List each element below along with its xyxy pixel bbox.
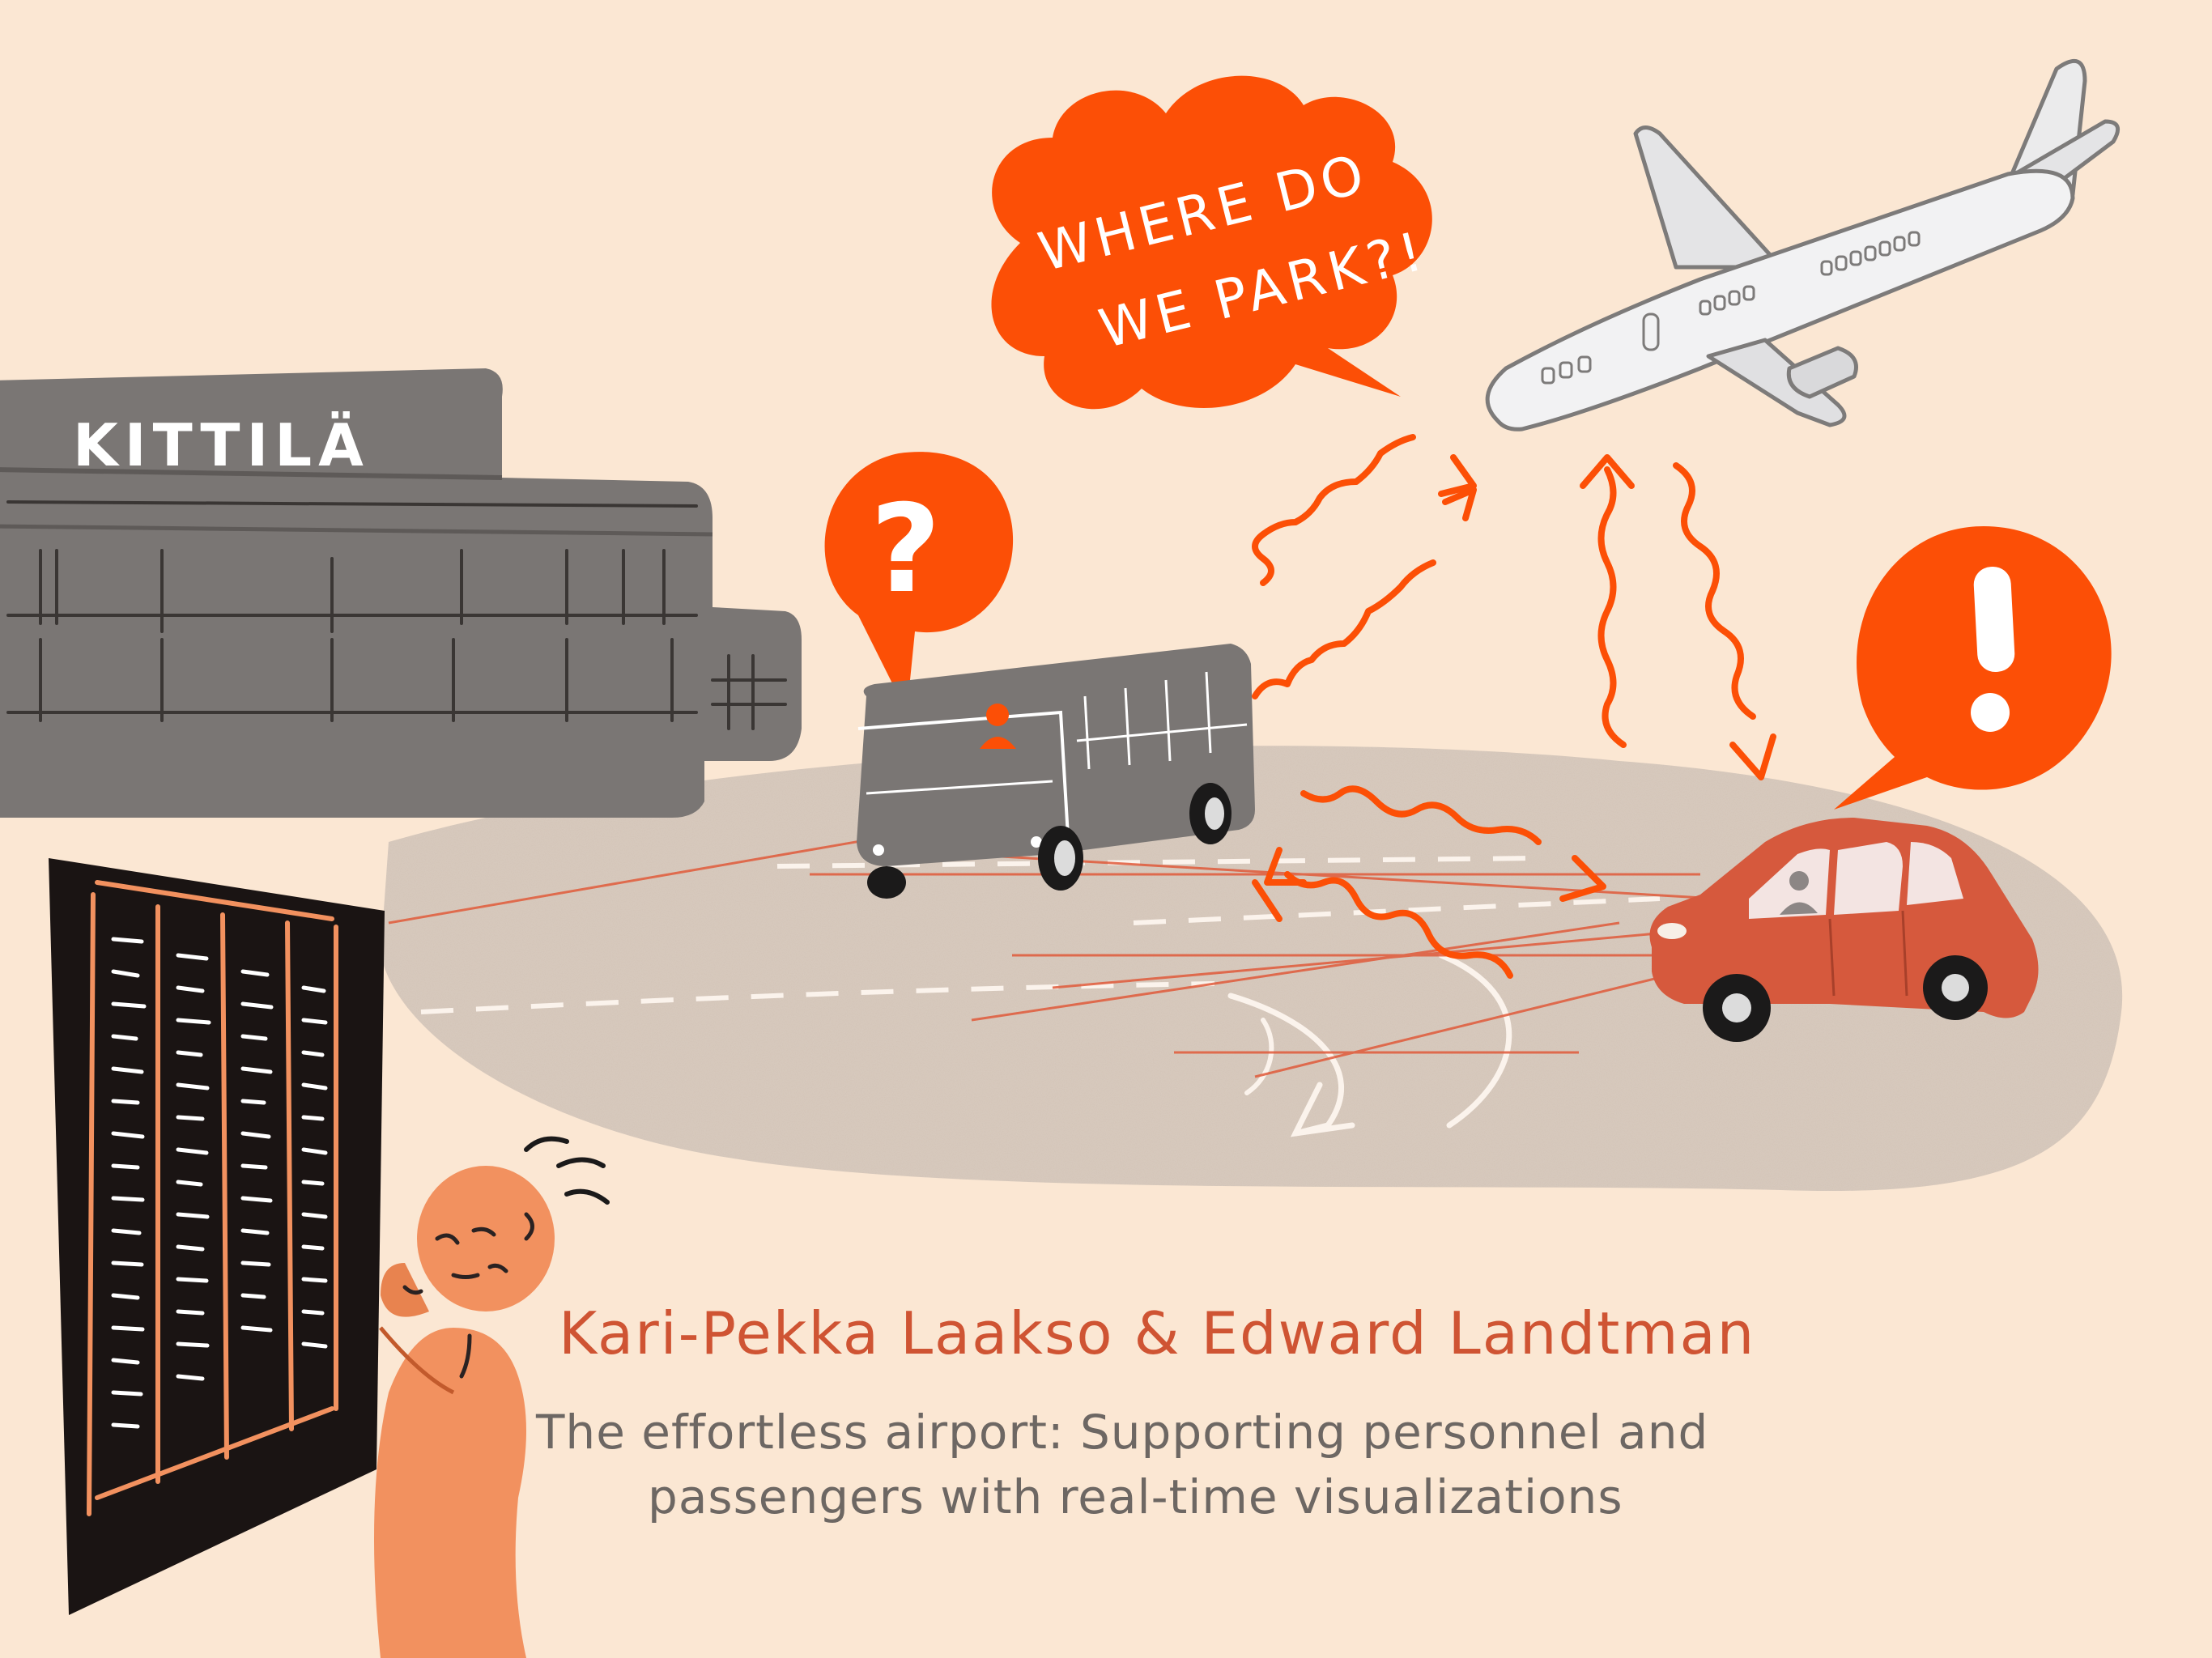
signal-arrows [1252,434,1776,979]
bus-question-mark: ? [870,479,941,620]
terminal-sign-text: KITTILÄ [73,411,370,479]
terminal-building: KITTILÄ [0,368,802,818]
caption-authors: Kari-Pekka Laakso & Edward Landtman [559,1299,1756,1367]
road-area [381,746,2123,1192]
caption-subtitle-line1: The effortless airport: Supporting perso… [536,1405,1709,1460]
speech-cloud: WHERE DO WE PARK?! [991,75,1433,410]
departure-board [49,858,385,1615]
bus: ? [824,452,1255,899]
confused-person [374,1136,610,1658]
car: ! [1649,526,2112,1042]
airplane [1485,59,2121,432]
caption-subtitle-line2: passengers with real-time visualizations [648,1469,1623,1524]
